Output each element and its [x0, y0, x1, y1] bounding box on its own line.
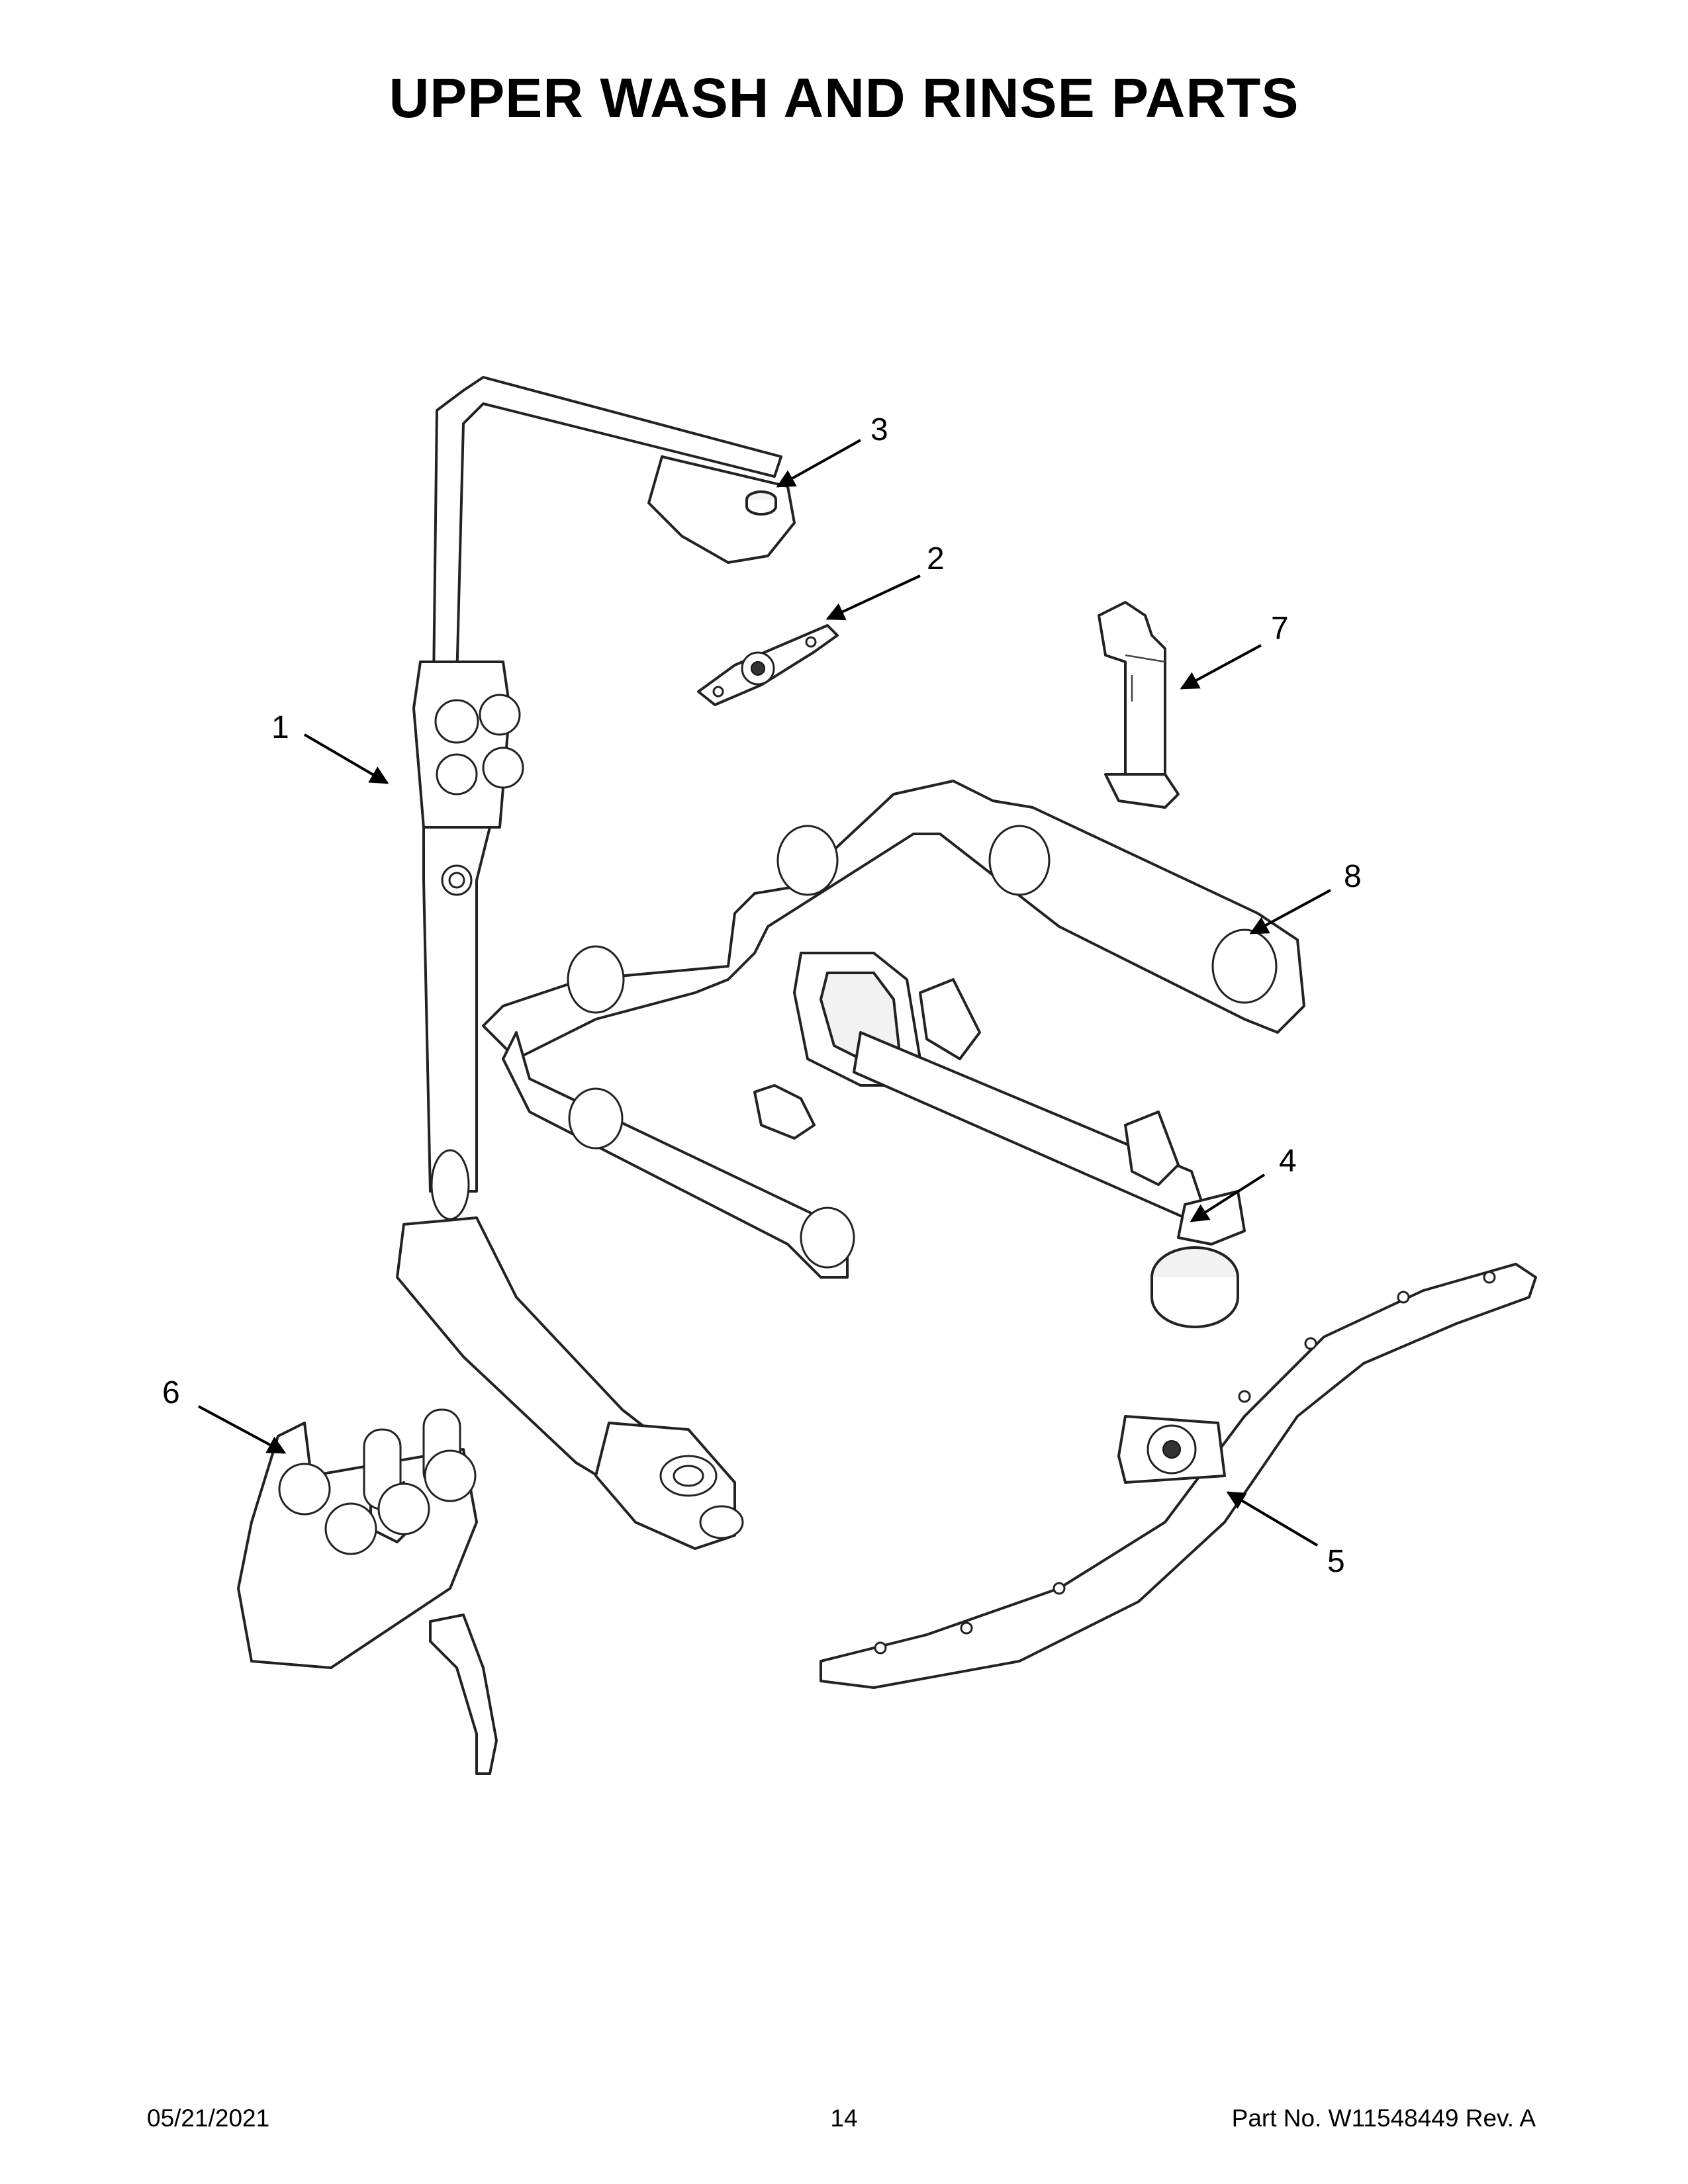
callout-2-label: 2 — [927, 541, 945, 576]
part-5-lower-spray-arm[interactable] — [820, 1263, 1537, 1689]
callout-8: 8 — [1249, 859, 1362, 934]
footer-date: 05/21/2021 — [147, 2105, 270, 2132]
callout-1-label: 1 — [271, 710, 289, 745]
callout-1: 1 — [271, 710, 389, 784]
footer-page-number: 14 — [830, 2105, 858, 2132]
callout-4: 4 — [1190, 1144, 1297, 1222]
part-2-upper-spray-arm[interactable] — [697, 624, 839, 706]
footer-part-number: Part No. W11548449 Rev. A — [1231, 2105, 1536, 2132]
callout-4-label: 4 — [1279, 1144, 1297, 1179]
callout-6-label: 6 — [162, 1375, 180, 1410]
callout-5: 5 — [1226, 1491, 1345, 1579]
part-7-clip[interactable] — [1098, 601, 1180, 809]
callout-3: 3 — [776, 412, 888, 488]
callout-7-label: 7 — [1271, 611, 1289, 646]
callout-5-label: 5 — [1327, 1544, 1345, 1579]
page-title: UPPER WASH AND RINSE PARTS — [389, 67, 1299, 129]
part-1-supply-tube[interactable] — [396, 376, 796, 1550]
callout-3-label: 3 — [870, 412, 888, 447]
callout-7: 7 — [1180, 611, 1289, 690]
callout-6: 6 — [162, 1375, 287, 1454]
part-6-diverter-assembly[interactable] — [237, 1408, 498, 1775]
callout-8-label: 8 — [1344, 859, 1362, 894]
callout-2: 2 — [825, 541, 945, 621]
part-8-rack-manifold[interactable] — [482, 780, 1305, 1279]
part-3-cap[interactable] — [745, 490, 777, 516]
